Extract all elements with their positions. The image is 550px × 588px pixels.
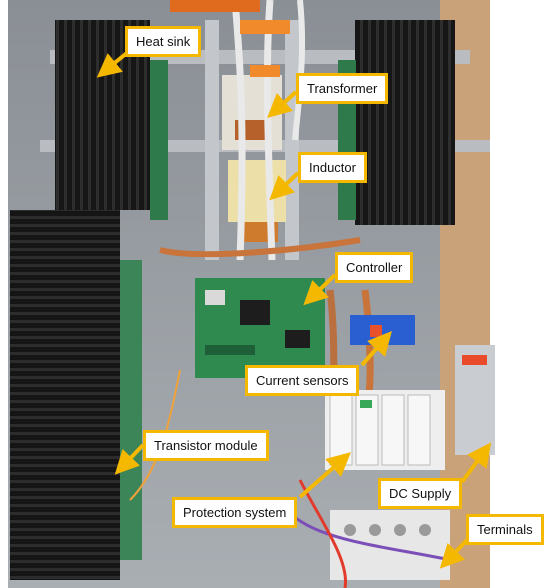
label-dc-supply: DC Supply: [378, 478, 463, 509]
terminal-block: [330, 510, 450, 580]
label-heat-sink: Heat sink: [125, 26, 202, 57]
label-current-sensors: Current sensors: [245, 365, 360, 396]
driver-board-left: [150, 60, 168, 220]
label-transformer: Transformer: [296, 73, 389, 104]
label-terminals: Terminals: [466, 514, 544, 545]
callout-arrows: [96, 50, 492, 569]
label-protection-system: Protection system: [172, 497, 298, 528]
heat-sink-bottom-left: [10, 210, 120, 580]
label-controller: Controller: [335, 252, 414, 283]
label-transistor-module: Transistor module: [143, 430, 269, 461]
driver-board-bottom: [120, 260, 142, 560]
heat-sink-top-right: [355, 20, 455, 225]
frame-post-left: [205, 20, 219, 260]
label-inductor: Inductor: [298, 152, 367, 183]
